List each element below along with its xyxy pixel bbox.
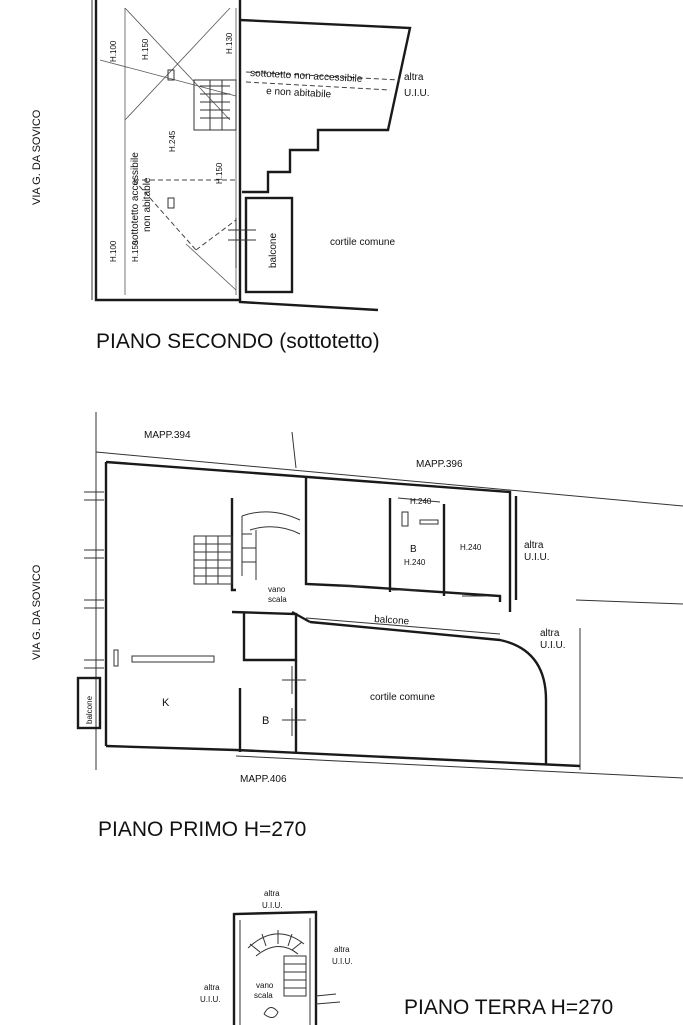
ground-floor-walls [232, 910, 318, 1025]
plan-title-first-floor: PIANO PRIMO H=270 [98, 818, 306, 841]
ground-top-other-2: U.I.U. [262, 901, 282, 910]
side-balcony-label: balcone [85, 695, 94, 724]
bathroom-lower-label: B [262, 715, 269, 727]
height-h150-mid: H.150 [215, 162, 224, 184]
height-h240-b: H.240 [404, 558, 426, 567]
plan-second-floor: VIA G. DA SOVICO H.100 H.150 H.130 H.245… [31, 0, 430, 353]
height-h100-bottom: H.100 [109, 240, 118, 262]
other-unit-2-label-b: U.I.U. [540, 640, 566, 651]
other-unit-2-label-a: altra [540, 628, 560, 639]
attic-not-habitable-label: non abitable [142, 177, 153, 232]
height-h245: H.245 [168, 130, 177, 152]
street-label-middle: VIA G. DA SOVICO [31, 564, 43, 660]
ground-top-other-1: altra [264, 889, 280, 898]
height-h150-bottom: H.150 [131, 240, 140, 262]
height-h130: H.130 [225, 32, 234, 54]
plan-title-second-floor: PIANO SECONDO (sottotetto) [96, 330, 380, 353]
other-unit-1-label-b: U.I.U. [524, 552, 550, 563]
other-unit-label-2: U.I.U. [404, 88, 430, 99]
attic-balcony-label: balcone [268, 233, 279, 268]
ground-right-other-2: U.I.U. [332, 957, 352, 966]
parcel-mapp-396: MAPP.396 [416, 459, 463, 470]
attic-non-accessible-label: sottotetto non accessibile [250, 68, 363, 85]
plan-ground-floor: altra U.I.U. altra U.I.U. altra U.I.U. v… [200, 889, 613, 1025]
attic-balcony [244, 196, 294, 294]
ground-stair-label-2: scala [254, 991, 273, 1000]
ground-left-other-2: U.I.U. [200, 995, 220, 1004]
attic-accessible-label: sottotetto accessibile [130, 152, 141, 245]
height-h150-top: H.150 [141, 38, 150, 60]
other-unit-label-1: altra [404, 72, 424, 83]
parcel-mapp-394: MAPP.394 [144, 430, 191, 441]
kitchen-counter [131, 655, 215, 663]
stairwell-label-1: vano [268, 585, 286, 594]
courtyard-label-middle: cortile comune [370, 692, 435, 703]
stairwell-label-2: scala [268, 595, 287, 604]
plan-title-ground-floor: PIANO TERRA H=270 [404, 996, 613, 1019]
courtyard-label-top: cortile comune [330, 237, 395, 248]
bathroom-upper-label: B [410, 544, 417, 555]
height-h240-c: H.240 [460, 543, 482, 552]
height-h100-top: H.100 [109, 40, 118, 62]
balcony-strip-label: balcone [374, 614, 410, 627]
ground-floor-stair [247, 930, 307, 997]
other-unit-1-label-a: altra [524, 540, 544, 551]
toilet-fixture [263, 1007, 279, 1018]
kitchen-label: K [162, 697, 170, 709]
side-balcony [76, 676, 102, 730]
ground-left-other-1: altra [204, 983, 220, 992]
plan-first-floor: VIA G. DA SOVICO MAPP.394 MAPP.396 MAPP.… [31, 412, 683, 841]
street-label-top: VIA G. DA SOVICO [31, 109, 43, 205]
street-windows [84, 478, 104, 678]
parcel-mapp-406: MAPP.406 [240, 774, 287, 785]
attic-non-habitable-label: e non abitabile [266, 86, 332, 100]
ground-stair-label-1: vano [256, 981, 274, 990]
ground-right-other-1: altra [334, 945, 350, 954]
first-floor-stair [193, 511, 301, 585]
attic-right-wall [239, 18, 412, 194]
courtyard-boundary [309, 620, 548, 764]
height-h240-a: H.240 [410, 497, 432, 506]
attic-stair [193, 79, 237, 131]
first-floor-outer-wall [105, 460, 512, 612]
